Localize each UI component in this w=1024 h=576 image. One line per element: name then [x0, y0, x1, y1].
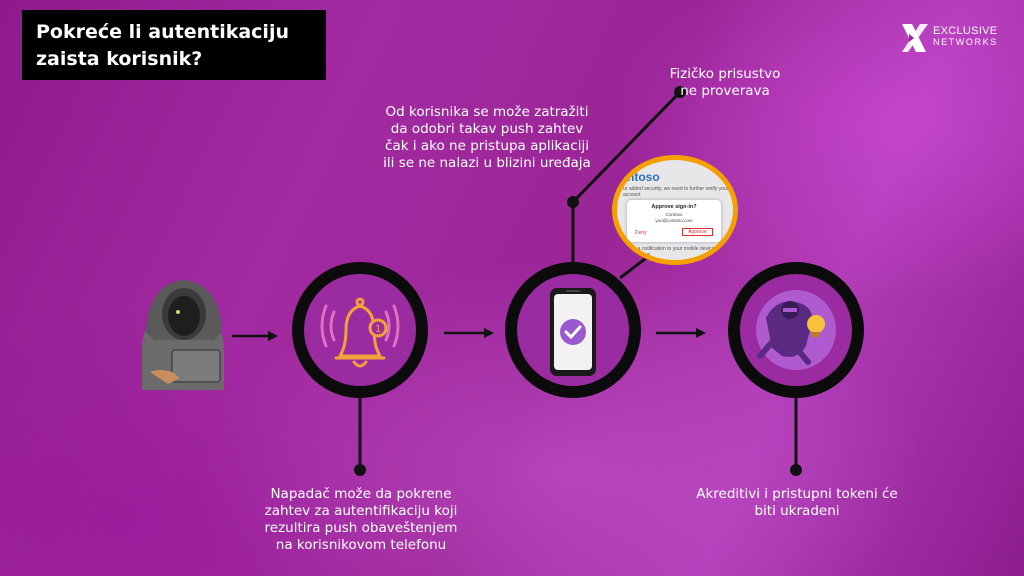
connector-lines — [358, 90, 798, 468]
dot-attacker-caption — [354, 464, 366, 476]
connector-phone-screenshot — [619, 253, 651, 280]
notification-circle — [292, 262, 428, 398]
svg-text:1: 1 — [375, 324, 381, 335]
hooded-hacker-icon — [142, 280, 224, 390]
dot-phone-up — [567, 196, 579, 208]
caption-push-request: Od korisnika se može zatražiti da odobri… — [362, 104, 612, 172]
caption-line: ne proverava — [680, 83, 770, 99]
deny-button[interactable]: Deny — [635, 230, 647, 236]
caption-line: rezultira push obaveštenjem — [264, 520, 458, 536]
caption-physical-presence: Fizičko prisustvo ne proverava — [640, 66, 810, 100]
caption-line: zahtev za autentifikaciju koji — [264, 503, 458, 519]
title-box: Pokreće li autentikaciju zaista korisnik… — [22, 10, 326, 80]
caption-line: Fizičko prisustvo — [669, 66, 781, 82]
approve-signin-screenshot: ntoso ur added security, we need to furt… — [612, 155, 738, 265]
bell-notification-icon: 1 — [320, 297, 400, 368]
approve-dialog: Approve sign-in? Contoso you@contoso.com… — [627, 200, 721, 242]
screenshot-bottom-text: ve a notification to your mobile device.… — [631, 246, 722, 258]
caption-line: ili se ne nalazi u blizini uređaja — [383, 155, 591, 171]
caption-line: Napadač može da pokrene — [270, 486, 452, 502]
arrow-3-head — [696, 328, 706, 338]
dialog-line-2: you@contoso.com — [655, 218, 693, 223]
caption-stolen: Akreditivi i pristupni tokeni će biti uk… — [672, 486, 922, 520]
flow-arrows — [232, 328, 706, 341]
caption-attacker: Napadač može da pokrene zahtev za autent… — [246, 486, 476, 554]
thief-idea-icon — [756, 290, 836, 370]
title-line-1: Pokreće li autentikaciju — [36, 21, 289, 43]
screenshot-top-text: ur added security, we need to further ve… — [623, 186, 729, 198]
caption-line: na korisnikovom telefonu — [275, 537, 447, 553]
exclusive-networks-logo: EXCLUSIVE NETWORKS — [900, 22, 1010, 56]
approve-button[interactable]: Approve — [682, 228, 713, 236]
logo-x-icon — [902, 24, 928, 52]
connector-physical-caption — [571, 90, 682, 204]
caption-line: da odobri takav push zahtev — [390, 121, 584, 137]
dot-physical-caption — [674, 86, 686, 98]
caption-line: Akreditivi i pristupni tokeni će — [696, 486, 898, 502]
caption-line: Od korisnika se može zatražiti — [385, 104, 589, 120]
dot-stolen-caption — [790, 464, 802, 476]
arrow-1-head — [268, 331, 278, 341]
dialog-line-1: Contoso — [665, 212, 683, 217]
logo-text-1: EXCLUSIVE — [933, 25, 998, 37]
caption-line: čak i ako ne pristupa aplikaciji — [385, 138, 589, 154]
dialog-title: Approve sign-in? — [651, 204, 697, 210]
title-line-2: zaista korisnik? — [36, 48, 203, 70]
caption-line: biti ukradeni — [754, 503, 840, 519]
phone-check-icon — [550, 288, 596, 376]
logo-text-2: NETWORKS — [933, 37, 998, 47]
screenshot-brand: ntoso — [627, 170, 660, 184]
arrow-2-head — [484, 328, 494, 338]
